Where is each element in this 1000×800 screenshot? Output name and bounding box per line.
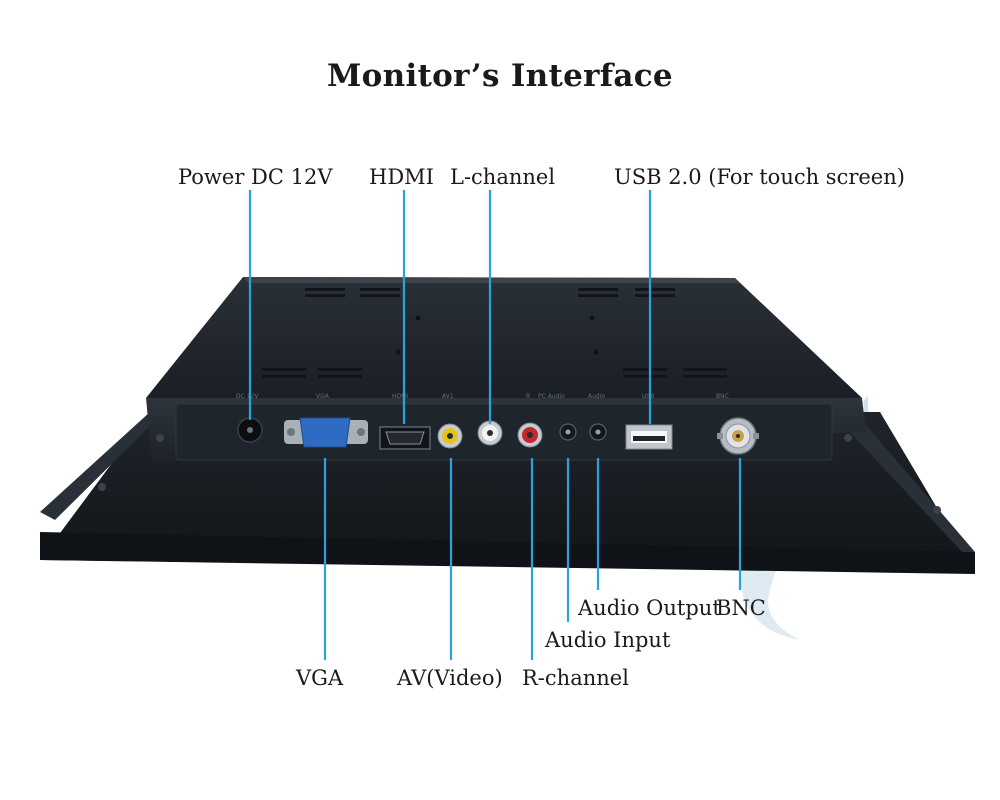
label-lchannel: L-channel xyxy=(450,165,556,189)
io-panel: DC 12V VGA HDMI AV1 R PC Audio Audio USB… xyxy=(146,393,866,462)
label-audio-input: Audio Input xyxy=(545,628,671,652)
rear-housing xyxy=(146,277,862,398)
panel-hdmi-text: HDMI xyxy=(392,393,408,400)
panel-pc-audio-text: PC Audio xyxy=(538,393,565,400)
callout-lines xyxy=(248,190,742,660)
audio-input-jack xyxy=(559,423,577,441)
label-usb: USB 2.0 (For touch screen) xyxy=(614,165,905,189)
l-channel-port xyxy=(477,420,503,446)
panel-audio-text: Audio xyxy=(588,393,605,400)
av-video-port xyxy=(437,423,463,449)
label-rchannel: R-channel xyxy=(522,666,629,690)
panel-vga-text: VGA xyxy=(316,393,330,400)
label-vga: VGA xyxy=(296,666,344,690)
label-bnc: BNC xyxy=(716,596,766,620)
label-audio-output: Audio Output xyxy=(578,596,721,620)
dc-jack xyxy=(237,417,263,443)
label-hdmi: HDMI xyxy=(369,165,434,189)
vent-slots xyxy=(262,288,727,378)
vga-port xyxy=(284,417,368,448)
panel-bnc-text: BNC xyxy=(716,393,729,400)
panel-usb-text: USB xyxy=(642,393,654,400)
audio-output-jack xyxy=(589,423,607,441)
label-power: Power DC 12V xyxy=(178,165,333,189)
page-title: Monitor’s Interface xyxy=(327,58,673,94)
bnc-port xyxy=(717,417,759,455)
label-av-video: AV(Video) xyxy=(397,666,503,690)
panel-dc-text: DC 12V xyxy=(236,393,259,400)
usb-port xyxy=(625,424,673,450)
panel-r-text: R xyxy=(526,393,530,400)
panel-av-text: AV1 xyxy=(442,393,454,400)
r-channel-port xyxy=(517,422,543,448)
hdmi-port xyxy=(379,426,431,450)
